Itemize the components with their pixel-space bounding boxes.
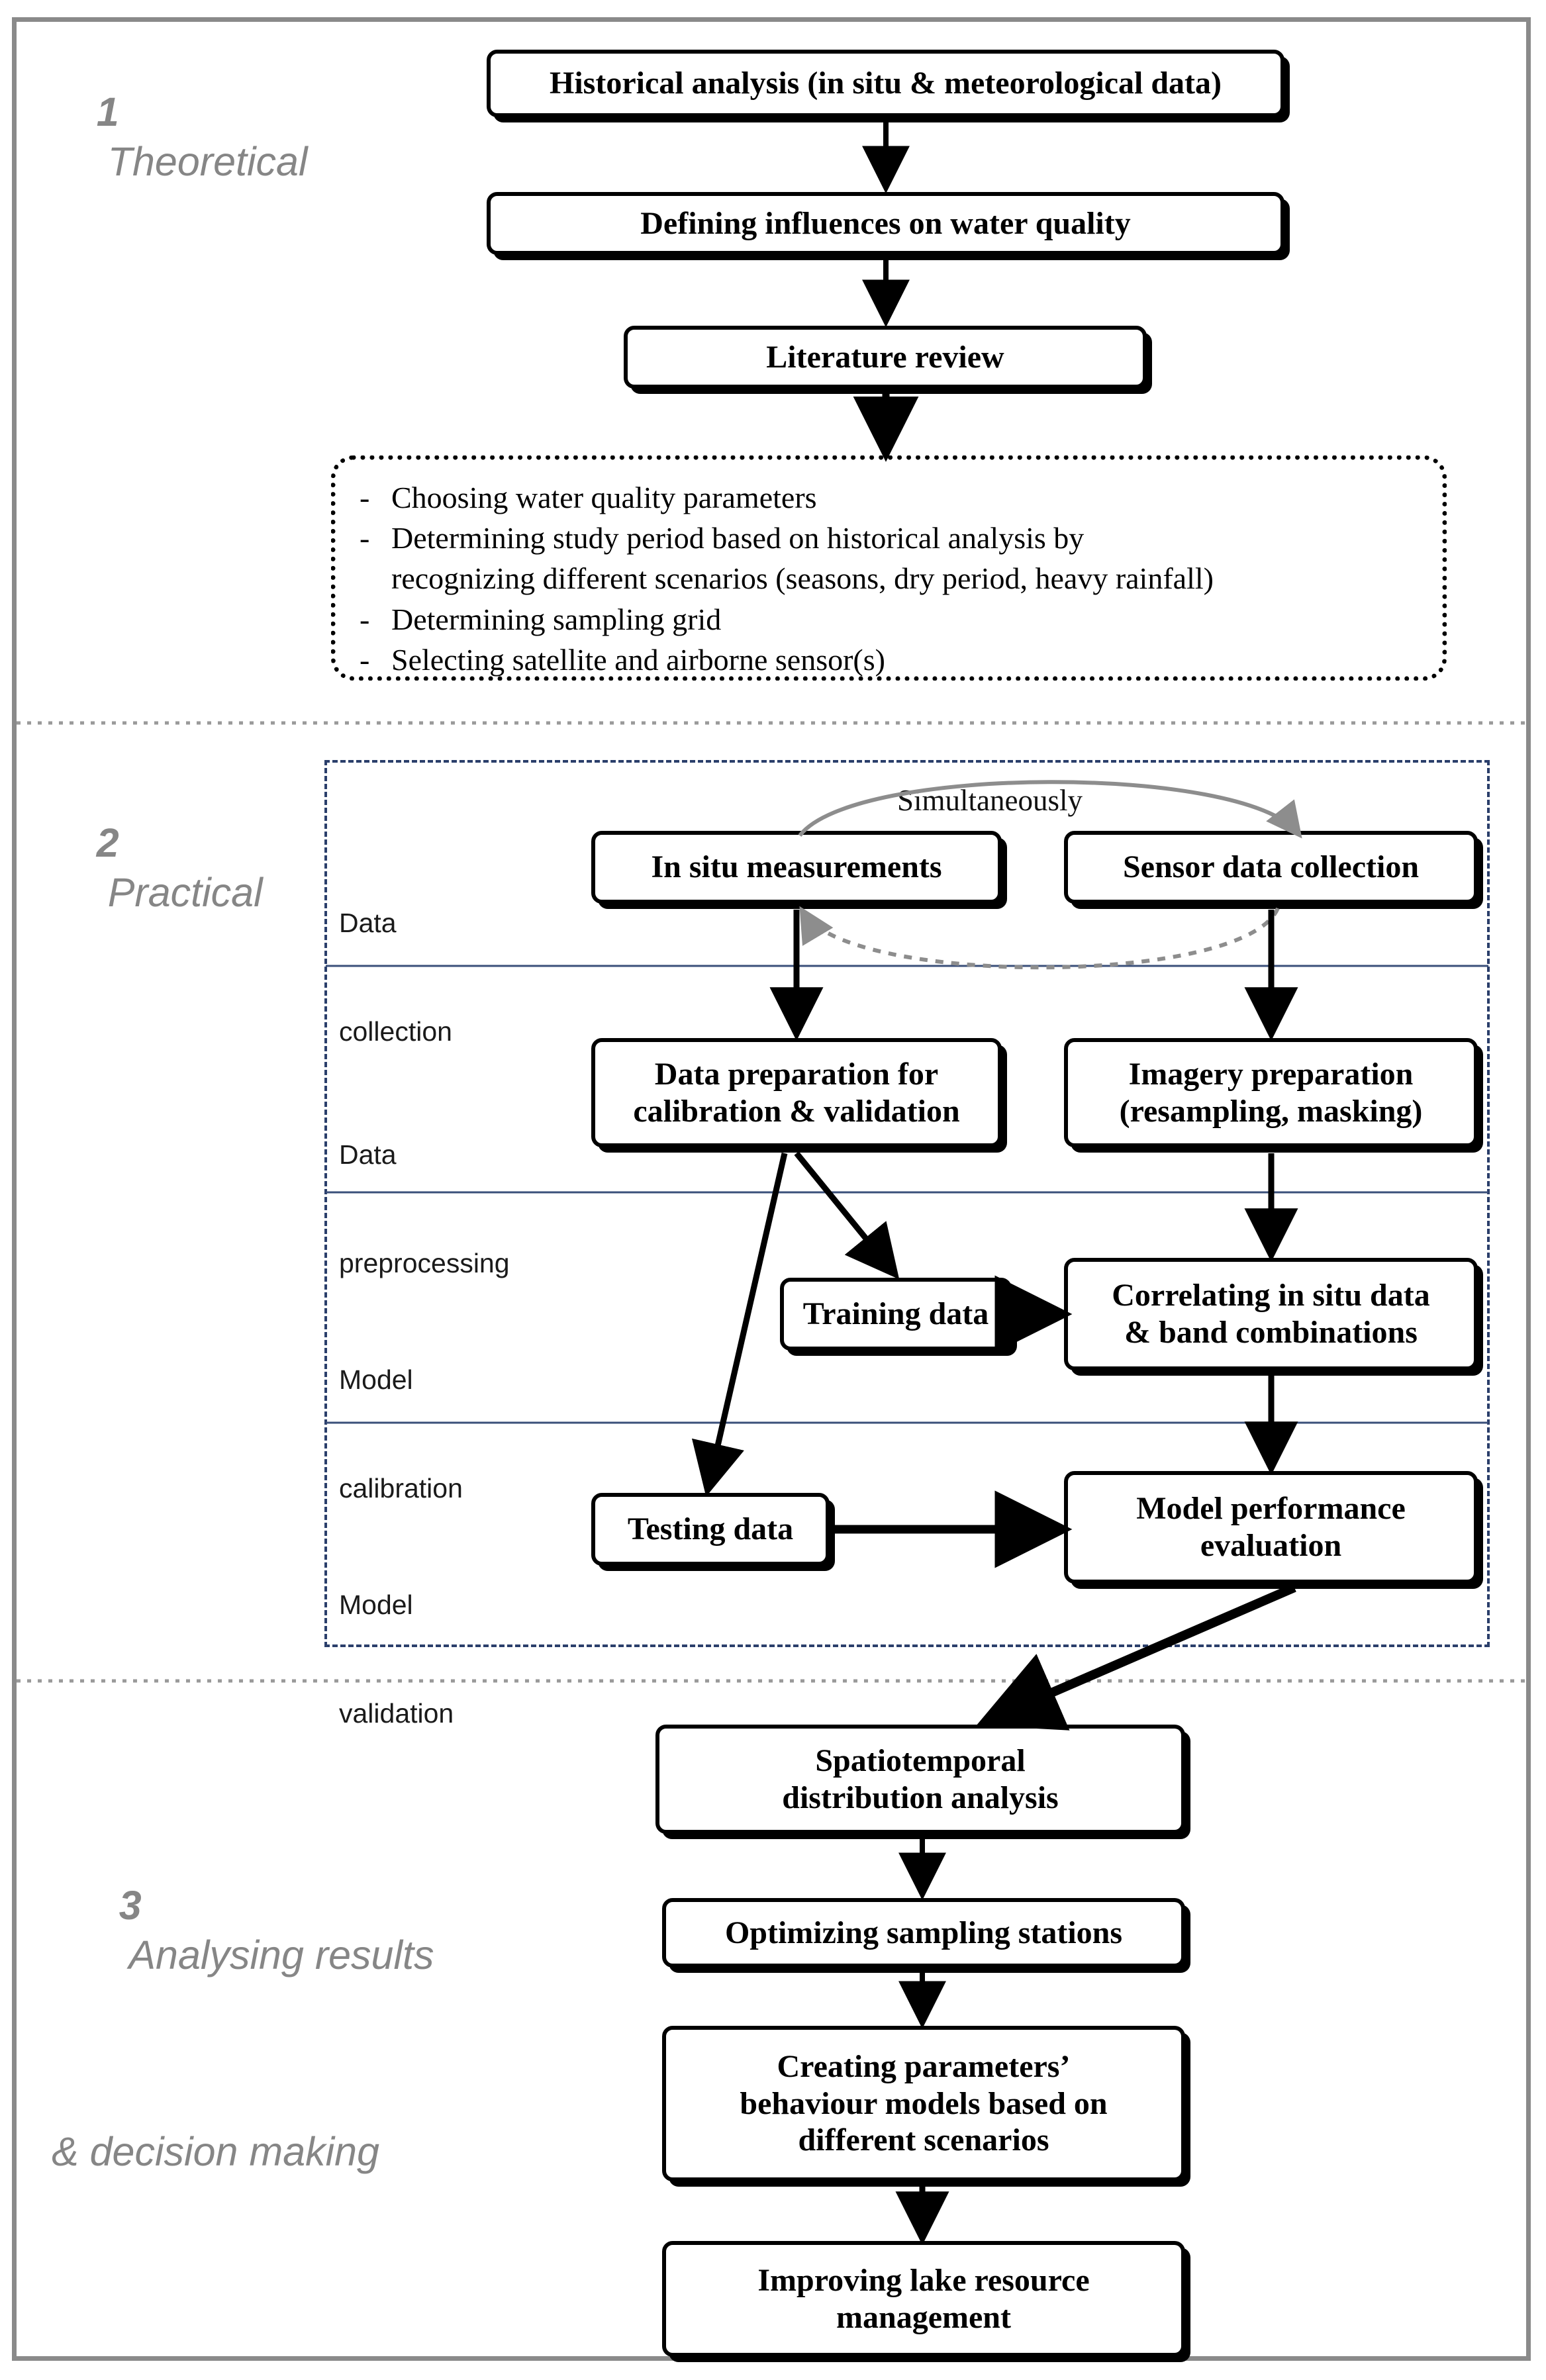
row-label-model-calibration: Model calibration <box>339 1290 463 1578</box>
node-in-situ-measurements[interactable]: In situ measurements <box>591 831 1002 904</box>
row-label-data-preprocessing: Data preprocessing <box>339 1065 510 1353</box>
section-3-name-line2: & decision making <box>52 2129 380 2175</box>
node-correlating-in-situ-data[interactable]: Correlating in situ data & band combinat… <box>1064 1258 1478 1370</box>
node-testing-data[interactable]: Testing data <box>591 1493 830 1566</box>
node-label: Sensor data collection <box>1122 849 1420 885</box>
node-label: Creating parameters’ behaviour models ba… <box>740 2048 1108 2158</box>
list-item-text: Determining sampling grid <box>391 602 722 636</box>
node-label: Optimizing sampling stations <box>724 1915 1123 1950</box>
row-label-data-collection: Data collection <box>339 833 452 1121</box>
node-imagery-preparation[interactable]: Imagery preparation (resampling, masking… <box>1064 1038 1478 1147</box>
node-label: Correlating in situ data & band combinat… <box>1112 1278 1430 1350</box>
section-2-name: Practical <box>107 869 263 915</box>
node-training-data[interactable]: Training data <box>780 1278 1012 1351</box>
outcomes-list: -Choosing water quality parameters -Dete… <box>356 477 1420 680</box>
node-label: Defining influences on water quality <box>640 205 1131 241</box>
node-label: Model performance evaluation <box>1136 1491 1406 1563</box>
list-item-text: recognizing different scenarios (seasons… <box>391 561 1214 596</box>
row-label-line2: preprocessing <box>339 1247 510 1278</box>
section-2-number: 2 <box>96 820 119 866</box>
row-label-line1: Data <box>339 1139 397 1170</box>
node-sensor-data-collection[interactable]: Sensor data collection <box>1064 831 1478 904</box>
node-label: Data preparation for calibration & valid… <box>633 1056 960 1129</box>
list-item-continuation: recognizing different scenarios (seasons… <box>356 558 1420 598</box>
list-item: -Selecting satellite and airborne sensor… <box>356 640 1420 680</box>
node-label: Spatiotemporal distribution analysis <box>782 1742 1059 1815</box>
bullet-dash: - <box>360 481 370 514</box>
row-label-model-validation: Model validation <box>339 1515 454 1803</box>
row-label-line1: Model <box>339 1364 413 1396</box>
section-1-name: Theoretical <box>107 138 308 184</box>
row-label-line2: collection <box>339 1016 452 1047</box>
list-item-text: Determining study period based on histor… <box>391 521 1085 555</box>
section-heading-3: 3 Analysing results & decision making <box>52 1733 434 2275</box>
row-label-line1: Data <box>339 908 397 939</box>
node-model-performance-evaluation[interactable]: Model performance evaluation <box>1064 1471 1478 1584</box>
list-item: -Determining study period based on histo… <box>356 518 1420 558</box>
node-spatiotemporal-distribution-analysis[interactable]: Spatiotemporal distribution analysis <box>655 1725 1185 1834</box>
node-label: Imagery preparation (resampling, masking… <box>1119 1056 1423 1129</box>
list-item-text: Selecting satellite and airborne sensor(… <box>391 642 885 677</box>
node-label: Improving lake resource management <box>757 2262 1090 2335</box>
node-defining-influences[interactable]: Defining influences on water quality <box>487 192 1284 255</box>
row-label-line2: validation <box>339 1697 454 1729</box>
section-1-number: 1 <box>96 89 119 135</box>
list-item: -Determining sampling grid <box>356 599 1420 640</box>
list-item: -Choosing water quality parameters <box>356 477 1420 518</box>
section-heading-1: 1 Theoretical <box>52 38 308 236</box>
node-label: Testing data <box>627 1511 794 1547</box>
row-label-line2: calibration <box>339 1472 463 1503</box>
theoretical-outcomes-box: -Choosing water quality parameters -Dete… <box>331 455 1447 681</box>
practical-group-box <box>324 760 1490 1647</box>
node-historical-analysis[interactable]: Historical analysis (in situ & meteorolo… <box>487 50 1284 117</box>
bullet-dash: - <box>360 642 370 677</box>
list-item-text: Choosing water quality parameters <box>391 481 817 514</box>
simultaneously-label: Simultaneously <box>897 784 1083 817</box>
section-3-name: Analysing results <box>128 1932 434 1977</box>
node-data-preparation[interactable]: Data preparation for calibration & valid… <box>591 1038 1002 1147</box>
node-optimizing-sampling-stations[interactable]: Optimizing sampling stations <box>662 1898 1185 1968</box>
section-3-number: 3 <box>119 1883 142 1928</box>
section-heading-2: 2 Practical <box>52 769 263 967</box>
node-label: Literature review <box>766 339 1004 375</box>
bullet-dash: - <box>360 521 370 555</box>
bullet-dash: - <box>360 602 370 636</box>
node-label: Training data <box>802 1296 989 1332</box>
row-label-line1: Model <box>339 1590 413 1621</box>
node-literature-review[interactable]: Literature review <box>624 326 1147 389</box>
node-label: Historical analysis (in situ & meteorolo… <box>549 66 1222 101</box>
node-label: In situ measurements <box>651 849 942 885</box>
node-improving-lake-resource-management[interactable]: Improving lake resource management <box>662 2241 1185 2357</box>
node-creating-behaviour-models[interactable]: Creating parameters’ behaviour models ba… <box>662 2026 1185 2181</box>
